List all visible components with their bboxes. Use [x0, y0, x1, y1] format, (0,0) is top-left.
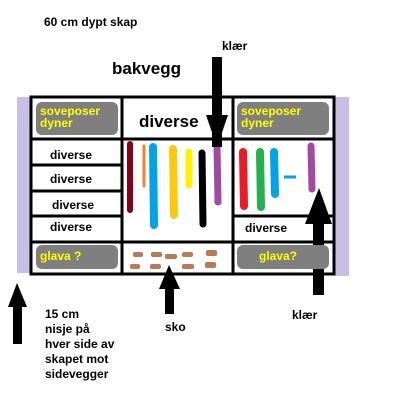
hanger-right-red [239, 148, 248, 210]
right-side-niche [335, 97, 349, 276]
right-insulation-label: glava? [259, 249, 298, 263]
right-storage-line2: dyner [241, 116, 274, 130]
shoe [133, 252, 143, 257]
back-wall-label: bakvegg [112, 59, 181, 78]
left-insulation-box: glava ? [36, 245, 118, 269]
hanger-gold [169, 145, 178, 219]
left-shelf-label-1: diverse [50, 148, 93, 162]
clothes-top-label: klær [222, 39, 248, 53]
shoe [205, 262, 216, 268]
left-storage-line1: soveposer [40, 104, 101, 118]
left-shelf-label-4: diverse [50, 220, 93, 234]
shoe [165, 254, 177, 259]
shoe [151, 252, 162, 257]
arrow-shoes [159, 265, 180, 314]
niche-note-line2: nisje på [45, 322, 90, 336]
shoe [182, 252, 193, 257]
niche-note-line1: 15 cm [45, 307, 80, 321]
right-shelf-label: diverse [245, 221, 288, 235]
clothes-bottom-label: klær [292, 308, 318, 322]
shoe [150, 264, 161, 269]
hanger-blue [149, 143, 158, 229]
right-storage-line1: soveposer [241, 104, 302, 118]
hanger-right-green [256, 148, 265, 211]
left-shelf-label-3: diverse [52, 198, 95, 212]
arrow-niche [8, 283, 27, 344]
niche-note-line3: hver side av [45, 337, 115, 351]
niche-note-line4: skapet mot [45, 352, 109, 366]
right-storage-box: soveposer dyner [237, 102, 329, 135]
left-insulation-label: glava ? [40, 249, 82, 263]
niche-note-line5: sidevegger [45, 367, 109, 381]
middle-top-label: diverse [139, 112, 199, 131]
hanger-right-purple [307, 142, 316, 193]
shoes-label: sko [165, 320, 186, 334]
hanger-right-blue [270, 148, 279, 198]
hanger-purple [213, 142, 222, 206]
wardrobe-frame [29, 95, 336, 276]
hanger-black [198, 149, 207, 228]
left-storage-line2: dyner [40, 116, 73, 130]
shoe [130, 264, 140, 269]
shoe [206, 250, 217, 256]
left-side-niche [17, 97, 30, 273]
left-shelf-label-2: diverse [50, 172, 93, 186]
shoe [182, 264, 194, 269]
shoes-group [130, 250, 217, 269]
depth-label: 60 cm dypt skap [44, 15, 138, 29]
arrow-clothes-top [206, 57, 228, 147]
niche-note: 15 cm nisje på hver side av skapet mot s… [45, 307, 114, 382]
right-insulation-box: glava? [237, 245, 329, 269]
left-storage-box: soveposer dyner [36, 102, 118, 135]
